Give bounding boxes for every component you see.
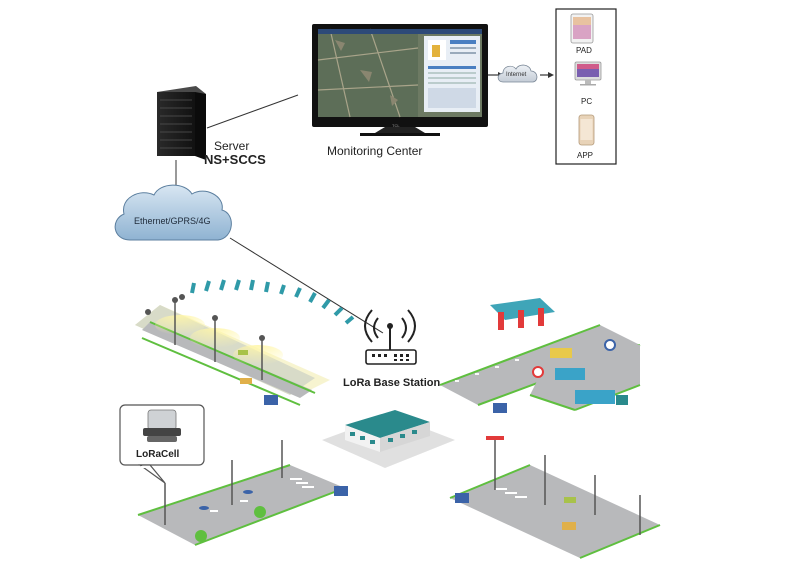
client-label-app: APP xyxy=(577,151,594,160)
monitoring-screen xyxy=(312,24,488,136)
desktop-icon xyxy=(574,61,602,86)
ethernet-cloud xyxy=(114,184,232,241)
signal-arc xyxy=(190,279,355,325)
monitoring-center-label: Monitoring Center xyxy=(327,144,423,158)
cloud-base-station-link xyxy=(229,237,384,334)
street-scene-top-left xyxy=(135,294,330,406)
internet-label: Internet xyxy=(506,72,527,78)
server-rack xyxy=(157,86,206,160)
client-label-pad: PAD xyxy=(576,46,592,55)
base-station-label: LoRa Base Station xyxy=(343,377,441,389)
tv-brand: TCL xyxy=(392,123,400,128)
loracell-label: LoRaCell xyxy=(136,449,180,460)
base-station-device xyxy=(364,309,417,365)
server-sublabel: NS+SCCS xyxy=(204,152,266,167)
loracell-device-icon xyxy=(143,409,181,442)
street-scene-bottom-right xyxy=(449,436,661,559)
loracell-callout xyxy=(119,404,205,484)
server-label: Server xyxy=(214,139,250,153)
network-cloud-label: Ethernet/GPRS/4G xyxy=(134,216,211,226)
building xyxy=(322,410,455,468)
internet-cloud xyxy=(497,64,538,83)
client-devices-box xyxy=(555,8,617,165)
server-monitor-link xyxy=(206,94,299,129)
tablet-icon xyxy=(570,13,594,44)
client-label-pc: PC xyxy=(581,97,593,106)
street-scene-top-right xyxy=(439,298,641,413)
smartphone-icon xyxy=(578,114,595,146)
street-scene-bottom-left xyxy=(137,440,348,546)
